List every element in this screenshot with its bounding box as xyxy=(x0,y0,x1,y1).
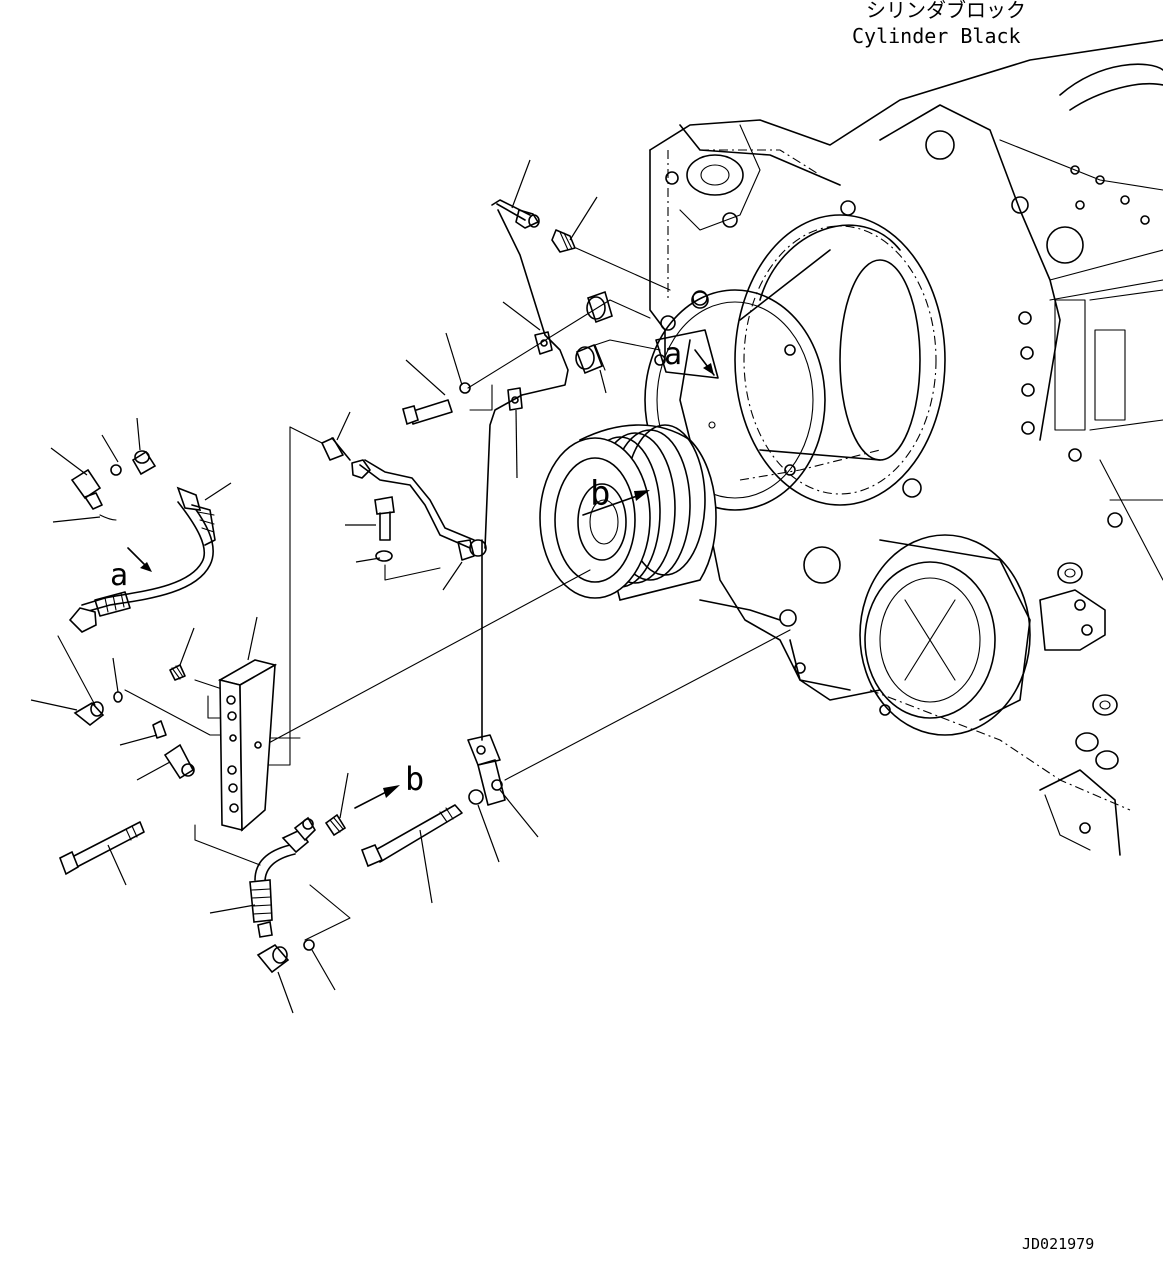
cylinder-block xyxy=(644,39,1163,856)
title-japanese: シリンダブロック xyxy=(866,0,1026,22)
oil-tube-assembly xyxy=(321,199,613,868)
callout-a-cover-label: a xyxy=(664,337,682,372)
title-english: Cylinder Black xyxy=(852,24,1021,48)
left-hose-assembly: a xyxy=(68,450,216,727)
lower-hose-assembly: b xyxy=(249,760,424,974)
drawing-number: JD021979 xyxy=(1022,1235,1094,1253)
pulley: b xyxy=(539,424,717,601)
small-fittings xyxy=(58,664,195,876)
callout-b-pulley-label: b xyxy=(590,474,610,514)
block-bolt-heads xyxy=(1018,165,1150,528)
guide-lines xyxy=(57,247,791,941)
callout-b-lower-label: b xyxy=(405,760,424,798)
manifold-block xyxy=(217,659,278,832)
callout-a-cover: a xyxy=(655,329,719,379)
callout-a-left-label: a xyxy=(110,558,128,593)
leader-lines xyxy=(30,159,607,1014)
